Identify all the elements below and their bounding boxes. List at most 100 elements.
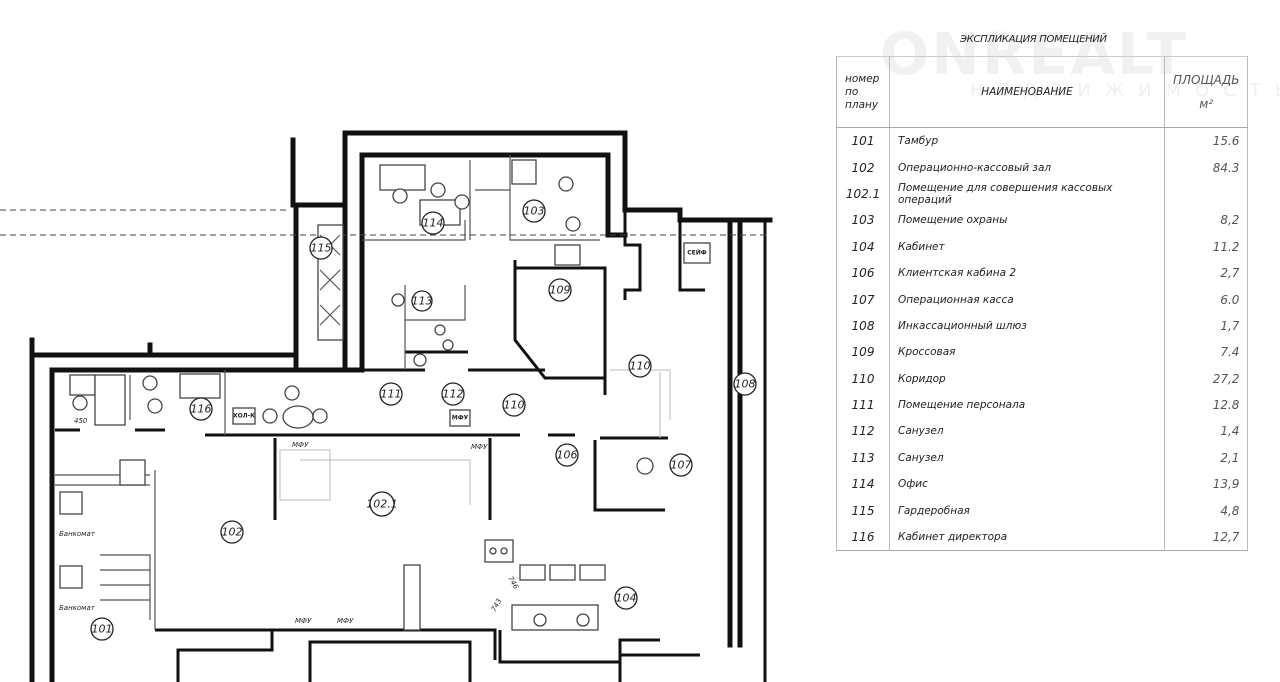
header-area: ПЛОЩАДЬ м²: [1163, 56, 1249, 128]
svg-text:112: 112: [443, 388, 464, 401]
room-label-115: 115: [309, 236, 333, 260]
explication-title: ЭКСПЛИКАЦИЯ ПОМЕЩЕНИЙ: [960, 34, 1107, 45]
room-area: 4,8: [1163, 497, 1249, 524]
room-area: 11.2: [1163, 233, 1249, 260]
walls: [29, 130, 773, 682]
floor-plan: ХОЛ-К МФУ СЕЙФ МФУ МФУ МФУ МФУ Банкомат …: [0, 130, 773, 682]
room-area: 6.0: [1163, 286, 1249, 313]
room-label-102: 102: [220, 520, 244, 544]
room-area: 2,7: [1163, 259, 1249, 287]
room-area: 84.3: [1163, 154, 1249, 181]
svg-text:107: 107: [671, 459, 692, 472]
room-name: Инкассационный шлюз: [889, 312, 1165, 340]
room-label-116: 116: [189, 397, 213, 421]
room-number: 104: [836, 233, 890, 260]
svg-text:114: 114: [423, 217, 444, 230]
svg-text:110: 110: [504, 399, 525, 412]
room-label-107: 107: [669, 453, 693, 477]
room-name: Клиентская кабина 2: [889, 259, 1165, 287]
room-name: Кроссовая: [889, 339, 1165, 366]
svg-text:104: 104: [616, 592, 637, 605]
room-area: 7.4: [1163, 339, 1249, 366]
room-number: 108: [836, 312, 890, 340]
svg-text:101: 101: [92, 623, 113, 636]
room-label-113: 113: [411, 290, 433, 312]
room-name: Офис: [889, 471, 1165, 498]
svg-text:102.1: 102.1: [366, 498, 398, 511]
svg-text:109: 109: [550, 284, 571, 297]
room-name: Санузел: [889, 444, 1165, 472]
room-area: 8,2: [1163, 207, 1249, 234]
room-number: 115: [836, 497, 890, 524]
room-name: Санузел: [889, 418, 1165, 445]
room-label-106: 106: [555, 443, 579, 467]
room-name: Тамбур: [889, 127, 1165, 155]
room-name: Кабинет: [889, 233, 1165, 260]
safe-label: СЕЙФ: [687, 249, 707, 257]
room-label-101: 101: [90, 617, 114, 641]
dimension-label: 743: [490, 597, 504, 613]
room-label-109: 109: [548, 278, 572, 302]
room-label-110: 110: [628, 354, 652, 378]
explication-table: номер по плану НАИМЕНОВАНИЕ ПЛОЩАДЬ м² 1…: [836, 56, 1249, 552]
room-label-103: 103: [522, 199, 546, 223]
room-area: 13,9: [1163, 471, 1249, 498]
room-area: 1,4: [1163, 418, 1249, 445]
room-number: 107: [836, 286, 890, 313]
room-area: 15.6: [1163, 127, 1249, 155]
mfu-label: МФУ: [471, 443, 488, 451]
mfu-label: МФУ: [337, 617, 354, 625]
mfu-label: МФУ: [292, 441, 309, 449]
mfu-label: МФУ: [452, 415, 469, 422]
room-name: Операционная касса: [889, 286, 1165, 313]
header-area-label: ПЛОЩАДЬ: [1173, 73, 1240, 87]
header-area-unit: м²: [1199, 97, 1214, 111]
room-name: Операционно-кассовый зал: [889, 154, 1165, 181]
svg-text:115: 115: [311, 242, 332, 255]
room-name: Коридор: [889, 365, 1165, 392]
room-name: Кабинет директора: [889, 523, 1165, 552]
room-label-102-1: 102.1: [366, 491, 398, 517]
atm-1: [59, 491, 83, 515]
dimension-label: 746: [506, 575, 520, 591]
room-label-104: 104: [614, 586, 638, 610]
room-area: 12.8: [1163, 391, 1249, 419]
room-number: 112: [836, 418, 890, 445]
atm-2: [59, 565, 83, 589]
room-name: Гардеробная: [889, 497, 1165, 524]
fridge-label: ХОЛ-К: [233, 413, 255, 420]
furniture: [59, 159, 654, 631]
room-label-112: 112: [441, 382, 465, 406]
svg-text:108: 108: [735, 378, 756, 391]
dimension-label: 450: [74, 417, 88, 425]
atm-label: Банкомат: [59, 530, 96, 538]
room-number: 103: [836, 207, 890, 234]
room-number: 113: [836, 444, 890, 472]
room-area: 12,7: [1163, 523, 1249, 552]
room-area: 1,7: [1163, 312, 1249, 340]
room-name: Помещение охраны: [889, 207, 1165, 234]
room-number: 106: [836, 259, 890, 287]
mfu-label: МФУ: [295, 617, 312, 625]
room-number: 102: [836, 154, 890, 181]
room-number: 102.1: [836, 180, 890, 208]
table-header: номер по плану НАИМЕНОВАНИЕ ПЛОЩАДЬ м²: [836, 56, 1249, 128]
header-number: номер по плану: [836, 56, 890, 128]
partitions: [0, 155, 770, 630]
svg-text:111: 111: [381, 388, 402, 401]
room-label-110: 110: [502, 393, 526, 417]
